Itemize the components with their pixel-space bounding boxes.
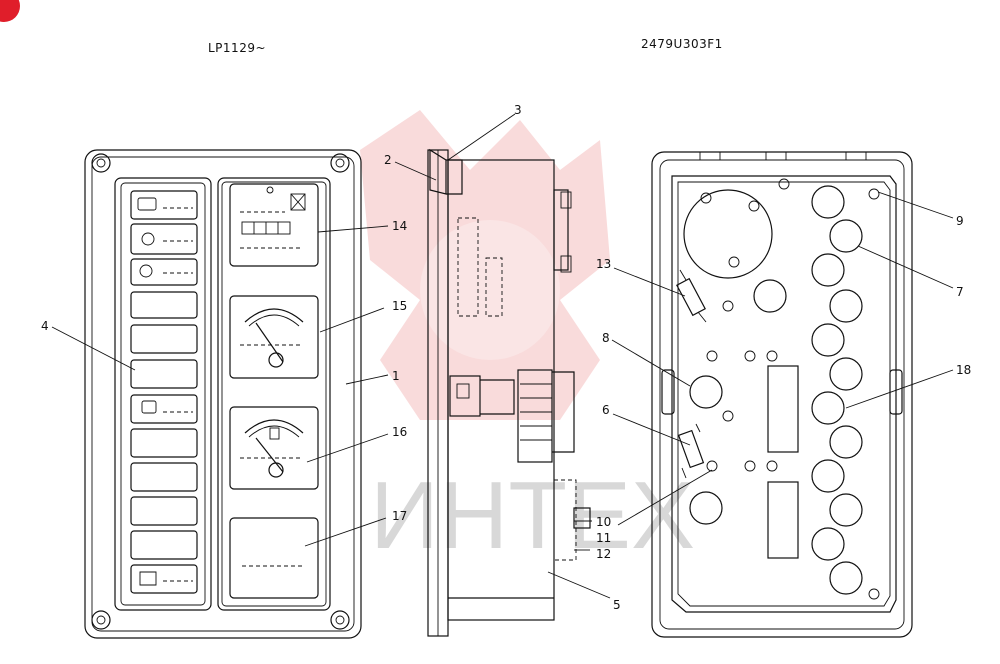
callout-14: 14 xyxy=(392,219,407,233)
corner-badge xyxy=(0,0,20,22)
callout-3: 3 xyxy=(514,103,522,117)
callout-6: 6 xyxy=(602,403,610,417)
watermark-logo xyxy=(360,110,610,420)
callout-12: 12 xyxy=(596,547,611,561)
fuel-level-gauge xyxy=(229,406,319,490)
leader-lines xyxy=(51,113,954,599)
corner-screws xyxy=(91,153,350,630)
side-view xyxy=(427,148,591,637)
indicator-lamps xyxy=(130,190,198,594)
callout-11: 11 xyxy=(596,531,611,545)
lamp-sockets xyxy=(689,185,863,595)
callout-7: 7 xyxy=(956,285,964,299)
callout-2: 2 xyxy=(384,153,392,167)
callout-1: 1 xyxy=(392,369,400,383)
watermark-text: ИНТЕХ xyxy=(370,462,695,569)
nuts xyxy=(706,300,778,472)
callout-13: 13 xyxy=(596,257,611,271)
callout-labels: 1 2 3 4 5 6 7 8 9 10 11 12 13 14 15 16 1… xyxy=(41,103,971,612)
connector-blocks xyxy=(767,365,799,559)
callout-8: 8 xyxy=(602,331,610,345)
callout-9: 9 xyxy=(956,214,964,228)
callout-17: 17 xyxy=(392,509,407,523)
callout-15: 15 xyxy=(392,299,407,313)
callout-10: 10 xyxy=(596,515,611,529)
callout-16: 16 xyxy=(392,425,407,439)
front-view xyxy=(84,149,362,639)
callout-4: 4 xyxy=(41,319,49,333)
callout-5: 5 xyxy=(613,598,621,612)
blank-panel xyxy=(229,517,319,599)
callout-18: 18 xyxy=(956,363,971,377)
drawing-code-right: 2479U303F1 xyxy=(641,37,723,51)
resistors xyxy=(676,269,707,479)
rear-view xyxy=(651,151,913,638)
coolant-temperature-gauge xyxy=(229,295,319,379)
hour-meter xyxy=(229,183,319,267)
drawing-code-left: LP1129~ xyxy=(208,41,266,55)
